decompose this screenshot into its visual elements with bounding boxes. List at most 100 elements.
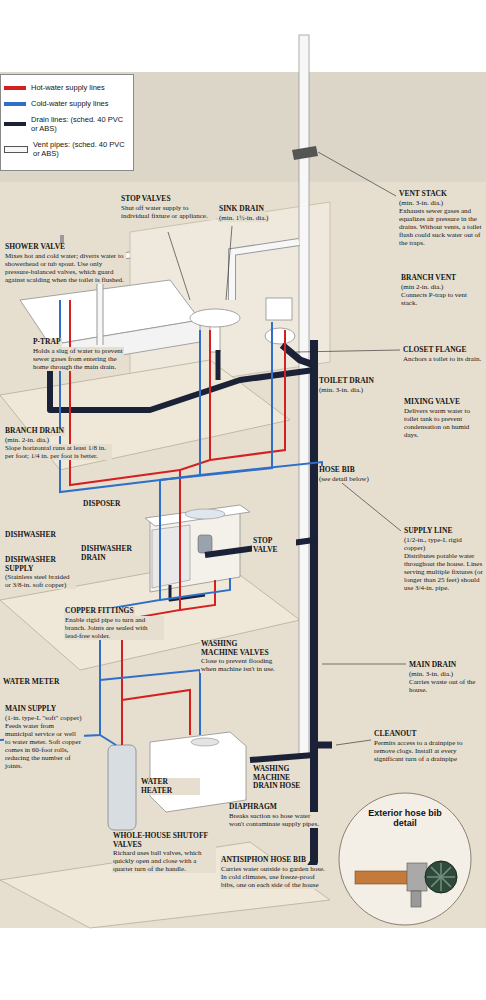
- house-ground-part: [0, 72, 486, 182]
- callout: SHOWER VALVEMixes hot and cold water; di…: [4, 243, 126, 284]
- legend-text: Hot-water supply lines: [31, 83, 105, 92]
- callout: ANTISIPHON HOSE BIBCarries water outside…: [220, 856, 328, 889]
- callout: DISHWASHER DRAIN: [80, 545, 136, 562]
- callout-text: Mixes hot and cold water; diverts water …: [4, 252, 126, 284]
- legend-row: Cold-water supply lines: [4, 99, 130, 108]
- cold-water-lines-part: [60, 300, 160, 492]
- callout: STOP VALVE: [252, 537, 296, 554]
- callout: TOILET DRAIN(min. 3-in. dia.): [318, 377, 398, 394]
- callout-text: Delivers warm water to toilet tank to pr…: [403, 407, 484, 439]
- fixtures-part: [190, 309, 240, 327]
- fixtures-part: [150, 732, 246, 812]
- vent-pipes-part: [232, 242, 299, 300]
- detail-circle: Exterior hose bib detail: [330, 792, 480, 926]
- drain-lines-part: [216, 350, 221, 380]
- fixtures-part: [265, 328, 295, 344]
- callout-heading: DISHWASHER DRAIN: [80, 545, 136, 562]
- valve-body: [407, 863, 427, 891]
- legend-text: Vent pipes: (sched. 40 PVC or ABS): [33, 140, 130, 158]
- callout-heading: WHOLE-HOUSE SHUTOFF VALVES: [112, 832, 216, 849]
- callout-text: Connects P-trap to vent stack.: [400, 291, 484, 307]
- callout: DIAPHRAGMBreaks suction so hose water wo…: [228, 803, 324, 828]
- callout-heading: SHOWER VALVE: [4, 243, 66, 252]
- leader-lines-part: [336, 740, 371, 745]
- valve-spout: [411, 891, 421, 907]
- callout-heading: WASHING MACHINE VALVES: [200, 640, 276, 657]
- house-ground-part: [0, 72, 486, 928]
- vent-pipes-part: [292, 146, 318, 160]
- copper-pipe: [355, 871, 410, 884]
- callout-text: Enable rigid pipe to turn and branch. Jo…: [64, 616, 164, 640]
- legend-swatch: [4, 122, 26, 126]
- callout: COPPER FITTINGSEnable rigid pipe to turn…: [64, 607, 164, 640]
- cold-water-lines-part: [200, 462, 322, 478]
- callout: BRANCH DRAIN(min. 2-in. dia.)Slope horiz…: [4, 427, 112, 460]
- legend-swatch: [4, 146, 28, 153]
- callout-text: (min. 2-in. dia.): [4, 436, 50, 444]
- callout-heading: VENT STACK: [398, 190, 448, 199]
- callout: CLOSET FLANGEAnchors a toilet to its dra…: [402, 346, 484, 363]
- callout: WASHING MACHINE VALVESClose to prevent f…: [200, 640, 276, 673]
- callout: SUPPLY LINE(1/2-in., type-L rigid copper…: [403, 527, 484, 592]
- callout-heading: SUPPLY LINE: [403, 527, 453, 536]
- cold-water-lines-part: [160, 322, 272, 480]
- callout: MAIN SUPPLY(1-in. type-L "soft" copper)F…: [4, 705, 84, 770]
- callout-heading: CLOSET FLANGE: [402, 346, 467, 355]
- callout: BRANCH VENT(min 2-in. dia.)Connects P-tr…: [400, 274, 484, 307]
- callout-text: Permits access to a drainpipe to remove …: [373, 739, 481, 763]
- callout: DISPOSER: [82, 500, 142, 509]
- callout-text: Breaks suction so hose water won't conta…: [228, 812, 324, 828]
- legend-row: Vent pipes: (sched. 40 PVC or ABS): [4, 140, 130, 158]
- drain-lines-part: [300, 340, 314, 884]
- callout: CLEANOUTPermits access to a drainpipe to…: [373, 730, 481, 763]
- drain-lines-part: [250, 755, 314, 760]
- circle-outline: [339, 793, 471, 925]
- callout-heading: WATER HEATER: [140, 778, 200, 795]
- callout-heading: CLEANOUT: [373, 730, 418, 739]
- legend-box: Hot-water supply linesCold-water supply …: [0, 74, 134, 171]
- callout-text: (min. 1½-in. dia.): [218, 214, 269, 222]
- callout: SINK DRAIN(min. 1½-in. dia.): [218, 205, 288, 222]
- cold-water-lines-part: [0, 330, 200, 740]
- callout-text: Feeds water from municipal service or we…: [4, 722, 84, 770]
- callout-heading: TOILET DRAIN: [318, 377, 375, 386]
- callout: DISHWASHER SUPPLY(Stainless steel braide…: [4, 556, 76, 589]
- callout-heading: ANTISIPHON HOSE BIB: [220, 856, 307, 865]
- callout-heading: WATER METER: [2, 678, 60, 687]
- callout-heading: STOP VALVE: [252, 537, 296, 554]
- hot-water-lines-part: [210, 330, 285, 460]
- fixtures-part: [152, 525, 190, 588]
- callout: MAIN DRAIN(min. 3-in. dia.)Carries waste…: [408, 661, 484, 694]
- callout: MIXING VALVEDelivers warm water to toile…: [403, 398, 484, 439]
- leader-lines-part: [322, 664, 406, 665]
- callout-text: Carries waste out of the house.: [408, 678, 484, 694]
- callout-heading: MAIN DRAIN: [408, 661, 457, 670]
- callout-heading: HOSE BIB: [318, 466, 356, 475]
- vent-pipes-part: [232, 242, 299, 300]
- callout-heading: DISPOSER: [82, 500, 122, 509]
- callout: WHOLE-HOUSE SHUTOFF VALVESRichard uses b…: [112, 832, 216, 873]
- callout-text: (1/2-in., type-L rigid copper): [403, 536, 484, 552]
- callout: P-TRAPHolds a slug of water to prevent s…: [32, 338, 124, 371]
- callout: WATER METER: [2, 678, 82, 687]
- fixtures-part: [266, 298, 292, 320]
- callout-text: Distributes potable water throughout the…: [403, 552, 484, 592]
- fixtures-part: [108, 745, 136, 830]
- wheel-spoke: [431, 867, 451, 887]
- leader-lines-part: [296, 350, 400, 352]
- legend-row: Hot-water supply lines: [4, 83, 130, 92]
- leader-lines-part: [318, 152, 396, 196]
- fixtures-part: [191, 738, 219, 746]
- callout-heading: DIAPHRAGM: [228, 803, 278, 812]
- callout-text: (min. 3-in. dia.): [318, 386, 364, 394]
- house-ground: [0, 72, 486, 928]
- cold-water-lines-part: [100, 735, 116, 745]
- callout-heading: MIXING VALVE: [403, 398, 461, 407]
- house-ground-part: [0, 842, 330, 928]
- callout-text: (min 2-in. dia.): [400, 283, 444, 291]
- callout-heading: SINK DRAIN: [218, 205, 265, 214]
- leader-lines: [168, 152, 406, 745]
- callout-heading: STOP VALVES: [120, 195, 172, 204]
- hot-water-lines-part: [122, 690, 190, 735]
